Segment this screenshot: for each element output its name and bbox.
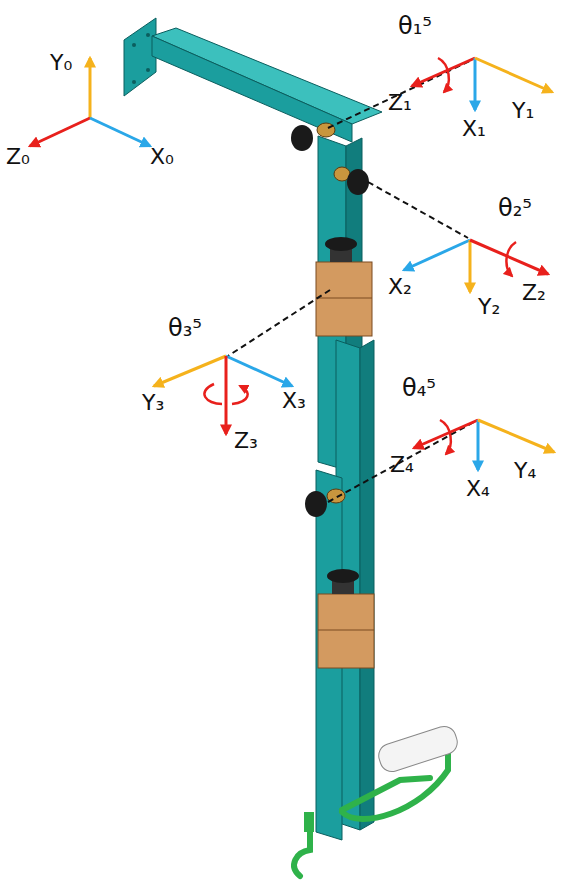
angle-label: θ₁⁵ [398, 14, 432, 38]
arm-column [316, 136, 374, 840]
roller [376, 723, 461, 774]
axis-label: Z₄ [390, 454, 414, 476]
frame-3 [154, 356, 292, 434]
axis-label: Z₀ [6, 146, 30, 168]
mount-beam [124, 18, 382, 142]
axis-label: X₂ [388, 276, 412, 298]
axis-label: X₄ [466, 478, 490, 500]
axis-label: X₁ [462, 118, 486, 140]
axis-label: Z₂ [522, 282, 546, 304]
angle-label: θ₄⁵ [402, 376, 436, 400]
angle-label: θ₂⁵ [498, 196, 532, 220]
angle-label: θ₃⁵ [168, 316, 202, 340]
axis-label: Y₃ [142, 392, 164, 414]
axis-label: X₃ [282, 390, 306, 412]
axis-label: Y₀ [50, 52, 72, 74]
axis-label: Y₂ [478, 296, 500, 318]
spray-tool [294, 752, 448, 876]
axis-label: Z₁ [388, 92, 412, 114]
axis-label: Y₄ [514, 460, 536, 482]
frame-0 [30, 58, 150, 146]
axis-label: X₀ [150, 146, 174, 168]
axis-label: Z₃ [234, 430, 258, 452]
axis-label: Y₁ [512, 100, 534, 122]
dashed-leaders [228, 60, 474, 502]
